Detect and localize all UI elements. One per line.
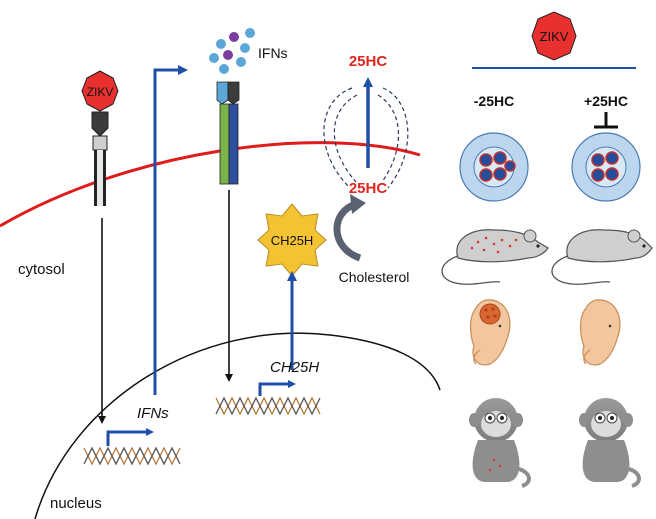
ifns-top-label: IFNs (258, 45, 288, 61)
dna-helix-ifn (83, 446, 181, 466)
cytosol-label: cytosol (18, 261, 65, 278)
zikv-virus-icon (81, 70, 119, 112)
ifn-molecules (209, 28, 255, 74)
hc25-mid-label: 25HC (349, 180, 388, 197)
ifn-receptor (216, 81, 240, 185)
hc25-top-label: 25HC (349, 53, 388, 70)
zikv-receptor: ZIKV (81, 70, 119, 206)
cholesterol-label: Cholesterol (339, 269, 410, 285)
minus-25hc-label: -25HC (474, 93, 514, 109)
membrane-fusion-lines (323, 87, 409, 189)
protected-mouse-icon (551, 229, 653, 285)
infected-mouse-icon (441, 229, 549, 285)
ch25h-enzyme: CH25H (257, 203, 327, 277)
ifns-gene-label: IFNs (137, 405, 169, 422)
protected-monkey-icon (579, 398, 641, 488)
dna-helix-ch25h (215, 396, 321, 416)
infected-embryo-icon (469, 299, 511, 366)
infected-monkey-icon (469, 398, 531, 488)
plus-25hc-label: +25HC (584, 93, 628, 109)
ch25h-transcription-arrow (258, 380, 296, 396)
protected-embryo-icon (579, 299, 621, 366)
zikv-virus-icon-right (531, 11, 577, 61)
ch25h-enzyme-label: CH25H (271, 233, 314, 248)
zikv-label: ZIKV (87, 85, 114, 99)
conversion-arrow (333, 194, 366, 262)
nuclear-envelope (34, 332, 441, 519)
infected-cell-icon (459, 132, 529, 202)
ifn-secretion-arrow (153, 65, 188, 395)
ch25h-gene-label: CH25H (270, 359, 319, 376)
nucleus-label: nucleus (50, 495, 102, 512)
zikv-label-right: ZIKV (540, 29, 569, 44)
protected-cell-icon (571, 132, 641, 202)
ifn-transcription-arrow (106, 428, 154, 446)
inhibition-icon (594, 112, 618, 129)
